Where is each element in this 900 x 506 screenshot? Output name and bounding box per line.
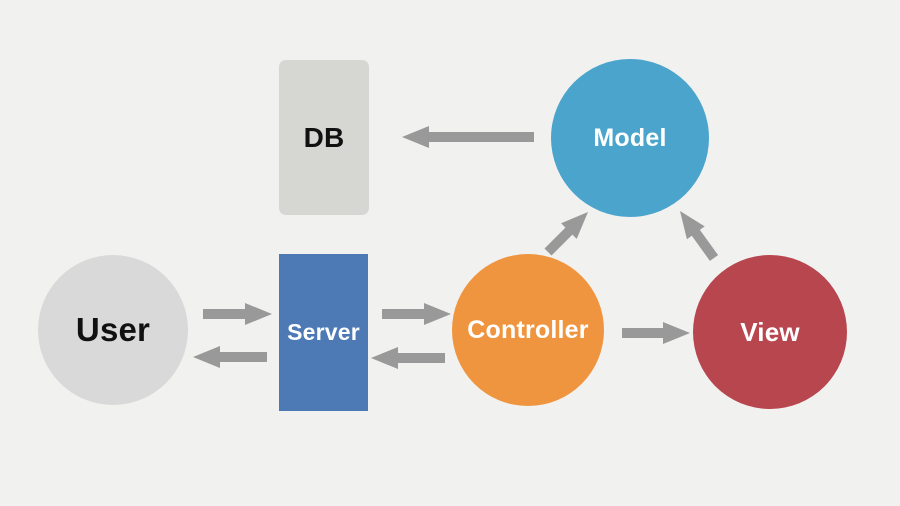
node-label-view: View [740, 316, 800, 347]
arrow-model-to-db [402, 126, 534, 148]
node-label-model: Model [593, 123, 667, 152]
node-server: Server [279, 254, 368, 411]
arrow-view-to-model [680, 211, 719, 261]
arrow-server-to-user [193, 346, 267, 368]
node-model: Model [551, 59, 709, 217]
node-controller: Controller [452, 254, 604, 406]
node-db: DB [279, 60, 369, 215]
node-label-user: User [75, 311, 151, 348]
node-label-server: Server [287, 319, 360, 345]
node-user: User [38, 255, 188, 405]
node-label-controller: Controller [467, 315, 589, 344]
arrow-user-to-server [203, 303, 272, 325]
arrow-controller-to-view [622, 322, 690, 344]
arrow-controller-to-server [371, 347, 445, 369]
arrow-controller-to-model [544, 212, 588, 256]
node-label-db: DB [303, 121, 345, 153]
node-view: View [693, 255, 847, 409]
arrow-server-to-controller [382, 303, 451, 325]
